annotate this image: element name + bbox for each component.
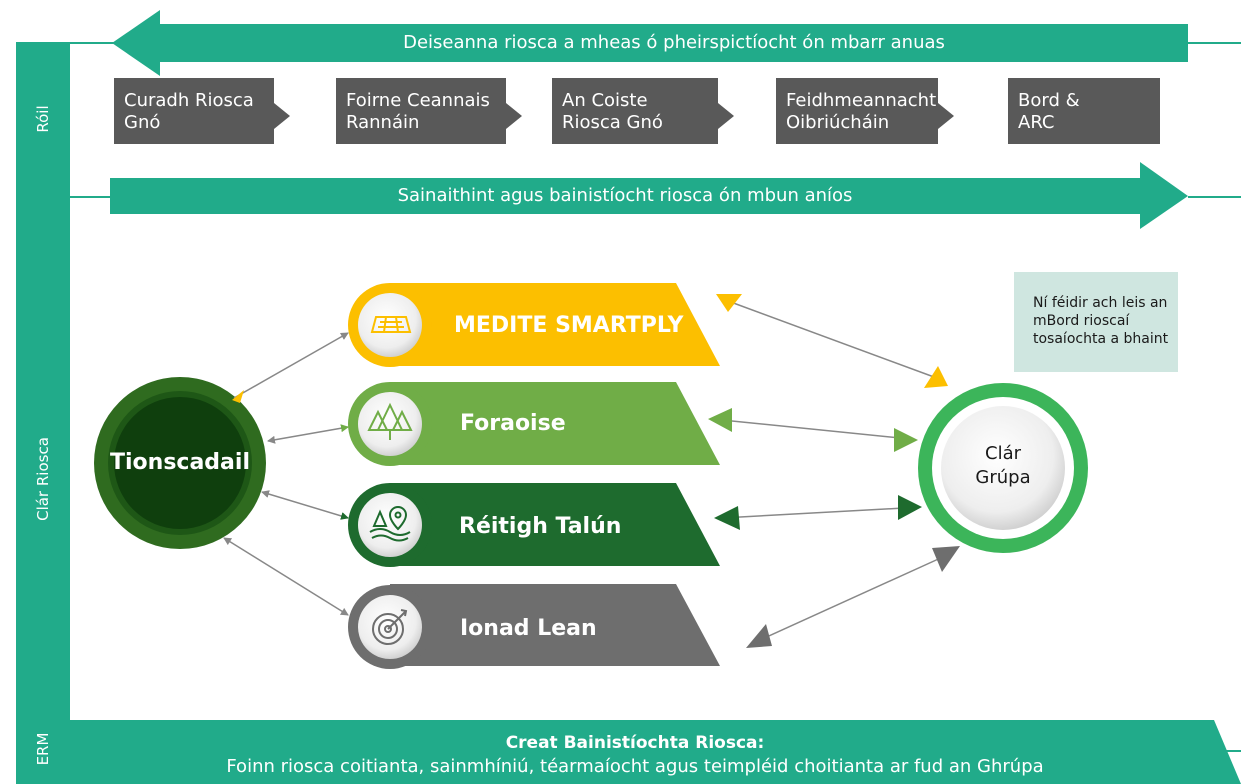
projects-circle <box>94 377 266 549</box>
connector-projects-lean <box>223 537 349 616</box>
role-line2: Riosca Gnó <box>562 112 663 133</box>
icon-circle-forestry <box>348 382 432 466</box>
land-group-head-left <box>714 506 740 530</box>
group-register-label: Clár Grúpa <box>953 442 1053 490</box>
projects-medite-yellow-head <box>232 390 244 403</box>
role-line1: Foirne Ceannais <box>346 90 490 111</box>
connector-projects-medite <box>233 332 349 399</box>
bottom-band-subtitle: Foinn riosca coitianta, sainmhíniú, téar… <box>226 756 1044 777</box>
land-pin-icon <box>369 505 411 542</box>
mid-arrow-text: Sainaithint agus bainistíocht riosca ón … <box>397 185 853 206</box>
role-line1: Feidhmeannacht <box>786 90 937 111</box>
connector-projects-forestry <box>267 424 349 444</box>
land-group-head-right <box>898 495 922 520</box>
banner-medite <box>390 283 720 366</box>
role-line1: An Coiste <box>562 90 648 111</box>
division-label-land: Réitigh Talún <box>459 514 622 539</box>
connector-forestry-group <box>721 419 901 439</box>
role-arrow-2 <box>506 103 522 129</box>
role-line2: Oibriúcháin <box>786 112 890 133</box>
trees-icon <box>367 402 413 440</box>
bottom-band-title: Creat Bainistíochta Riosca: <box>505 733 765 753</box>
role-box-business-risk-champion: Curadh Riosca Gnó <box>114 78 274 144</box>
board-note: Ní féidir ach leis an mBord rioscaí tosa… <box>1014 272 1178 372</box>
lean-group-head-right <box>932 546 960 572</box>
connector-medite-group <box>727 300 935 378</box>
role-line1: Bord & <box>1018 90 1080 111</box>
division-label-medite: MEDITE SMARTPLY <box>454 313 684 338</box>
role-line2: Rannáin <box>346 112 420 133</box>
board-icon <box>370 316 412 333</box>
top-arrow-text: Deiseanna riosca a mheas ó pheirspictíoc… <box>403 32 945 53</box>
lean-group-head-left <box>746 624 772 648</box>
banner-land <box>390 483 720 566</box>
group-register-circle <box>918 383 1088 553</box>
projects-label: Tionscadail <box>110 450 250 475</box>
group-register-line2: Grúpa <box>975 467 1031 488</box>
role-line1: Curadh Riosca <box>124 90 254 111</box>
role-box-business-risk-committee: An Coiste Riosca Gnó <box>552 78 718 144</box>
guide-line-mid <box>70 196 112 198</box>
banner-forestry <box>390 382 720 465</box>
guide-line-top <box>70 42 120 44</box>
bottom-band-shape <box>70 720 1241 784</box>
forestry-group-head-left <box>708 408 732 432</box>
medite-group-head-right <box>924 366 948 388</box>
guide-line-mid-right <box>1188 196 1241 198</box>
icon-circle-land <box>348 483 432 567</box>
target-icon <box>372 609 408 645</box>
role-line2: ARC <box>1018 112 1055 133</box>
role-box-divisional-leadership: Foirne Ceannais Rannáin <box>336 78 506 144</box>
connector-lean-group <box>759 555 946 641</box>
top-arrow-shape <box>112 10 1188 76</box>
role-line2: Gnó <box>124 112 161 133</box>
side-bar <box>16 42 70 784</box>
medite-group-head-left <box>716 294 742 312</box>
role-arrow-1 <box>274 103 290 129</box>
connector-projects-land <box>261 490 349 520</box>
mid-arrow-shape <box>110 162 1188 229</box>
division-label-forestry: Foraoise <box>460 411 566 436</box>
role-box-board-arc: Bord & ARC <box>1008 78 1160 144</box>
forestry-group-head-right <box>894 428 918 452</box>
banner-lean <box>390 584 720 666</box>
icon-circle-medite <box>348 283 432 367</box>
connector-land-group <box>721 507 905 519</box>
division-label-lean: Ionad Lean <box>460 616 597 641</box>
role-arrow-3 <box>718 103 734 129</box>
group-register-line1: Clár <box>985 443 1021 464</box>
role-arrow-4 <box>938 103 954 129</box>
guide-line-top-right <box>1188 42 1241 44</box>
role-box-operations-executive: Feidhmeannacht Oibriúcháin <box>776 78 938 144</box>
